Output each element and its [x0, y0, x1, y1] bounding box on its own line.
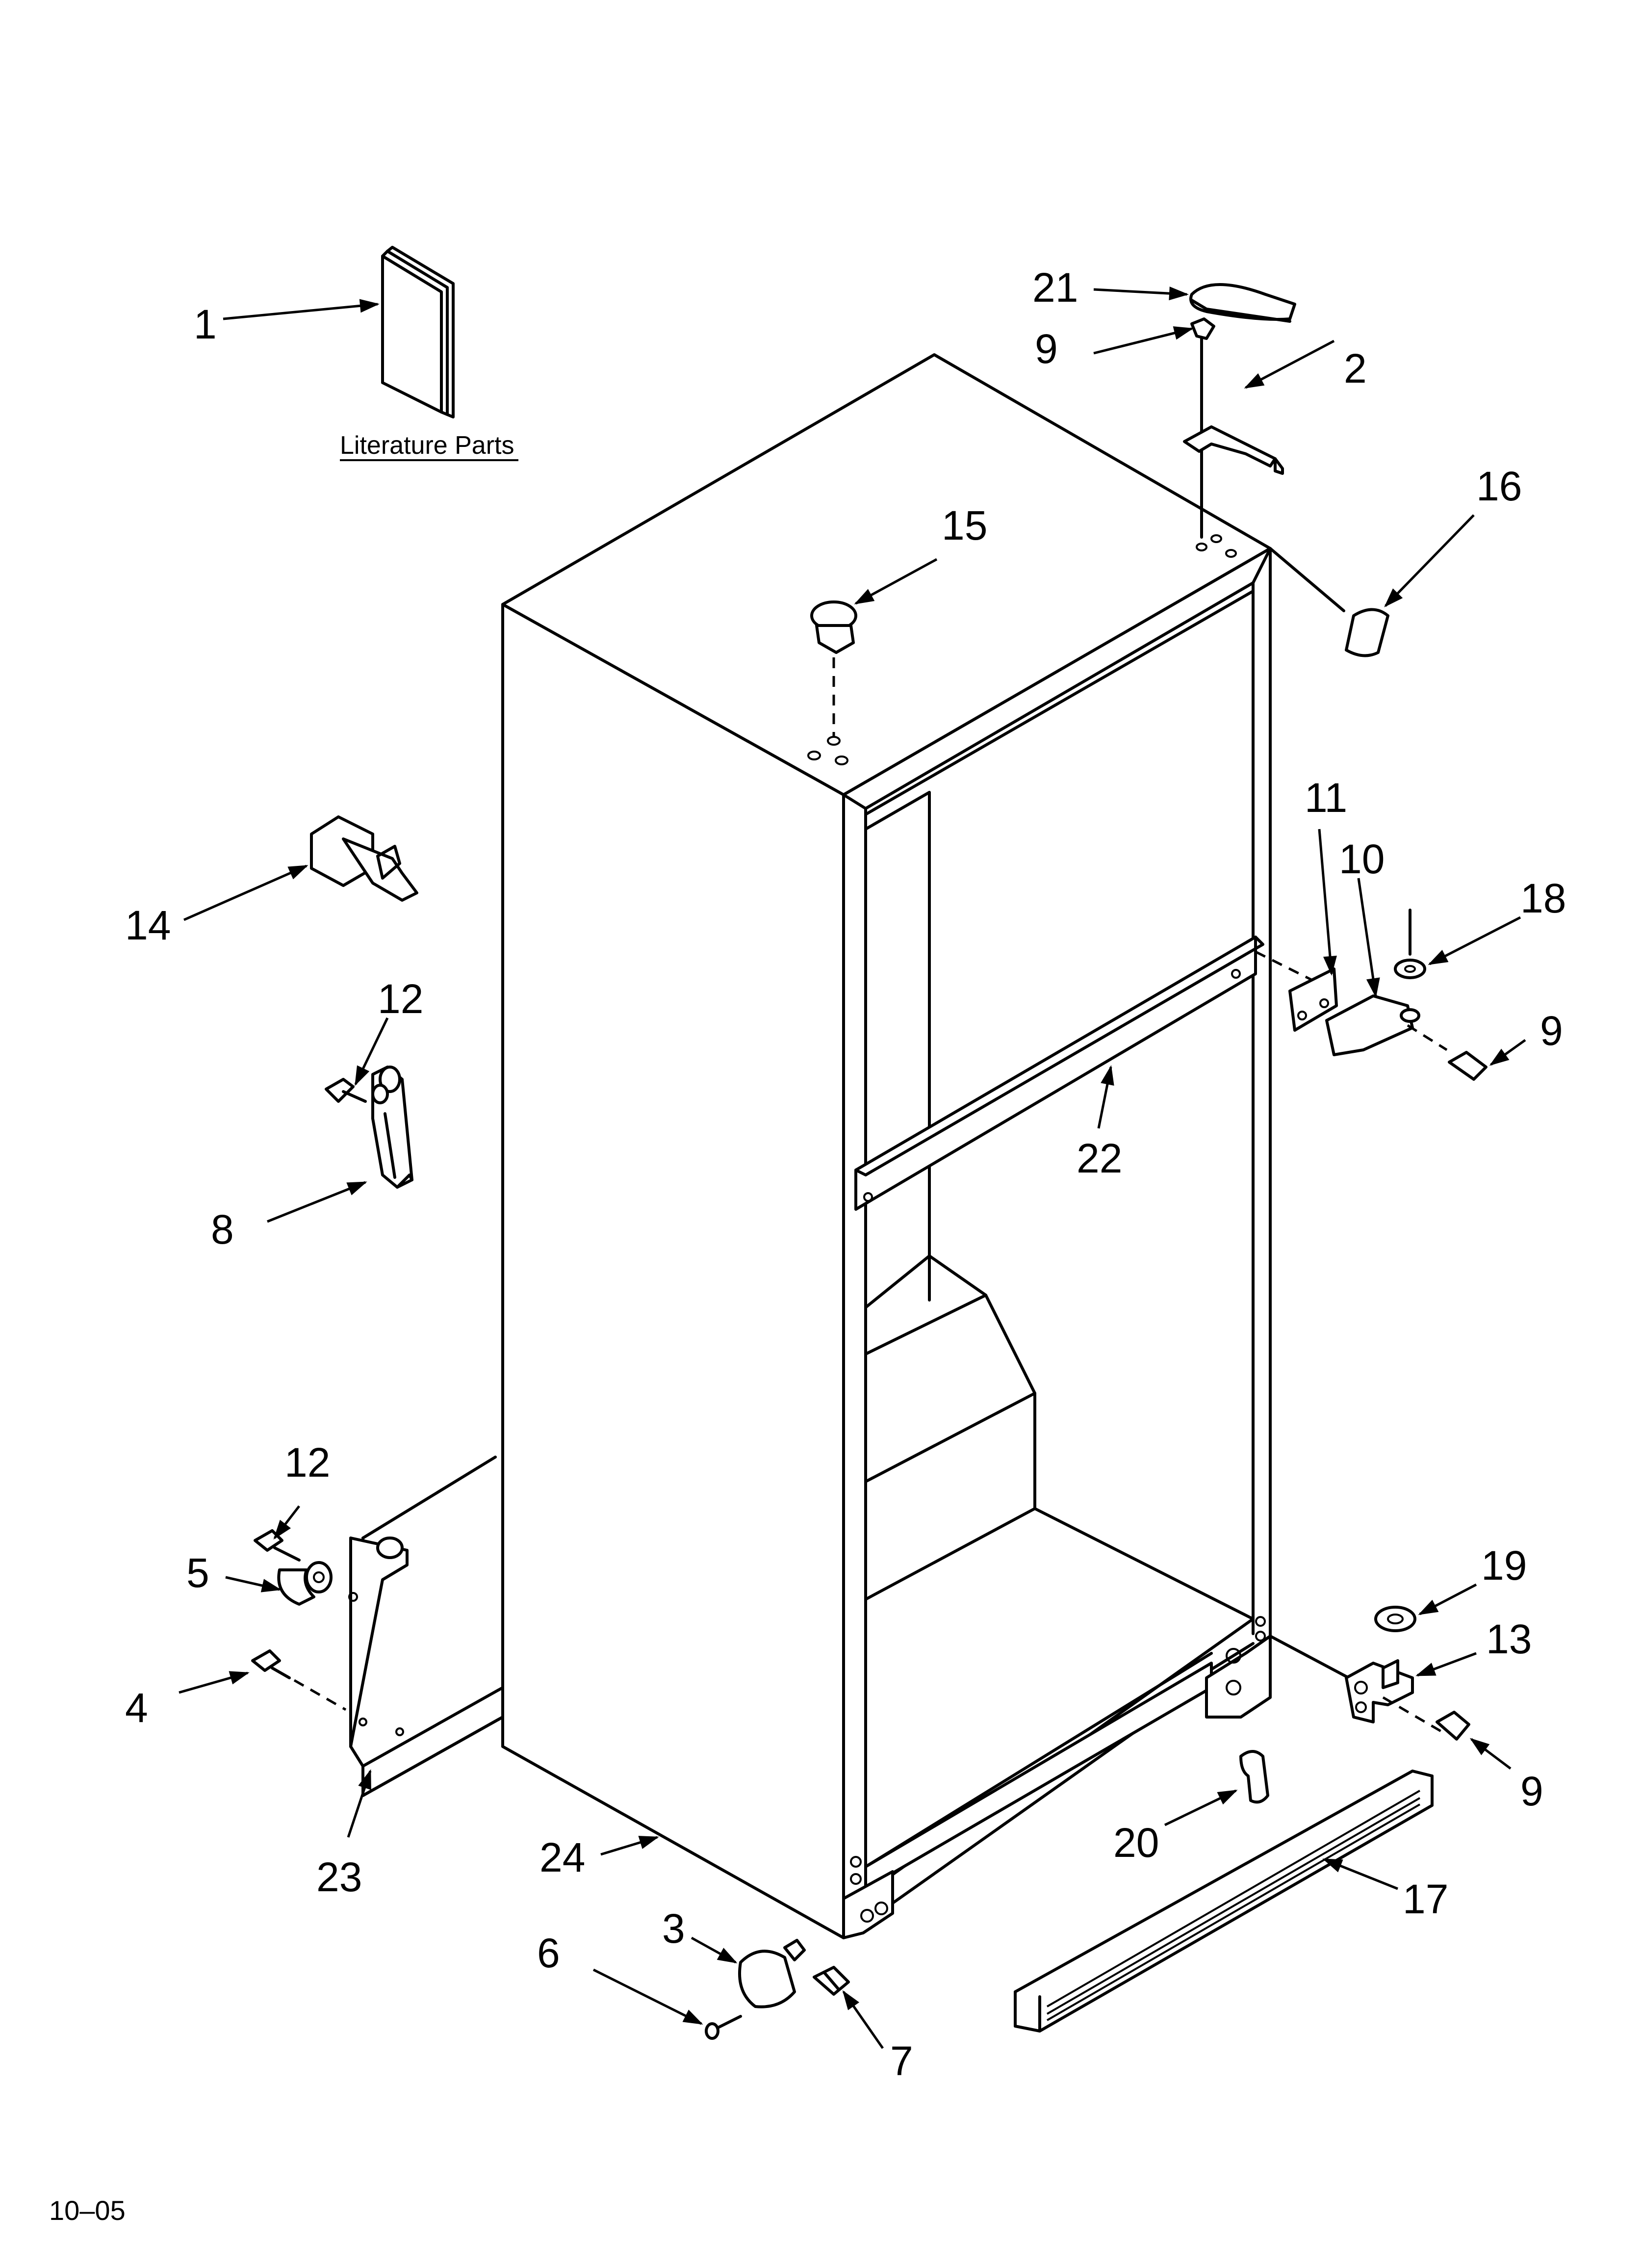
part-5-clip-and-12-screw-lower	[254, 1529, 333, 1606]
cabinet-side-face	[501, 603, 845, 1939]
part-13-lower-hinge	[1269, 1606, 1470, 1741]
callout-19: 19	[1481, 1542, 1527, 1589]
part-23-side-plate	[348, 1456, 504, 1797]
callout-8: 8	[211, 1206, 234, 1252]
callout-4: 4	[125, 1685, 148, 1731]
callout-21: 21	[1032, 264, 1078, 311]
callout-6: 6	[537, 1930, 560, 1976]
leader-lines	[179, 287, 1526, 2049]
part-17-base-grille	[1014, 1770, 1434, 2033]
footer-revision-code: 10–05	[49, 2195, 126, 2226]
callout-12-upper: 12	[378, 976, 423, 1022]
part-7-screw	[813, 1966, 850, 1996]
callout-22: 22	[1077, 1135, 1122, 1181]
callout-20: 20	[1113, 1820, 1159, 1866]
part-2-top-hinge	[1183, 317, 1284, 539]
callout-14: 14	[125, 902, 171, 948]
cabinet	[501, 353, 1272, 1939]
callout-9-top: 9	[1035, 326, 1058, 372]
part-3-leveling-leg	[738, 1939, 806, 2008]
callout-labels: 1 2 3 4 5 6 7 8 9 9 9 10 11 12 12 13 14 …	[125, 264, 1566, 2084]
callout-15: 15	[942, 502, 987, 548]
callout-17: 17	[1403, 1876, 1448, 1922]
callout-24: 24	[539, 1834, 585, 1880]
part-10-11-center-hinge	[1255, 909, 1488, 1081]
literature-parts-caption: Literature Parts	[340, 431, 514, 460]
callout-3: 3	[662, 1905, 685, 1952]
callout-12-lower: 12	[284, 1439, 330, 1486]
callout-1: 1	[194, 301, 217, 347]
part-4-screw	[251, 1649, 347, 1711]
callout-9-middle: 9	[1540, 1008, 1563, 1054]
callout-11: 11	[1305, 775, 1347, 821]
callout-16: 16	[1476, 463, 1522, 509]
callout-7: 7	[890, 2038, 913, 2084]
callout-18: 18	[1520, 875, 1566, 921]
part-21-hinge-cover	[1189, 283, 1296, 323]
part-14-door-stop	[310, 815, 418, 902]
part-6-pin	[705, 2015, 742, 2040]
callout-13: 13	[1486, 1616, 1532, 1662]
callout-10: 10	[1339, 836, 1385, 882]
callout-5: 5	[186, 1550, 209, 1596]
part-16-hinge-pin-cover	[1269, 547, 1389, 657]
part-15-plug	[810, 600, 857, 736]
part-1-literature-booklet	[381, 246, 455, 418]
part-8-bracket-and-12-screw-upper	[325, 1066, 413, 1189]
part-22-divider-bar	[854, 936, 1264, 1211]
callout-9-bottom: 9	[1520, 1768, 1543, 1814]
part-20-clip	[1239, 1750, 1269, 1804]
callout-23: 23	[316, 1854, 362, 1900]
callout-2: 2	[1344, 345, 1367, 391]
